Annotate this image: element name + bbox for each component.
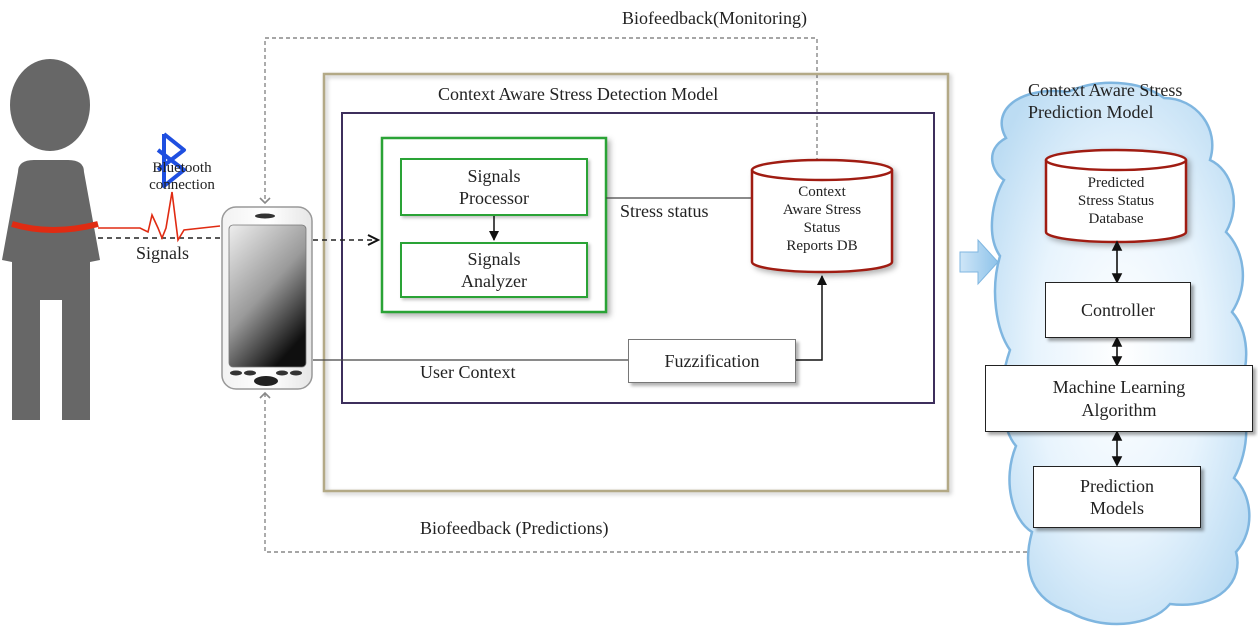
analyzer-line1: Signals	[467, 248, 521, 269]
prediction-models-box: Prediction Models	[1033, 466, 1201, 528]
chest-belt	[11, 221, 99, 233]
db-line-1: Context	[798, 184, 846, 200]
ml-line2: Algorithm	[1081, 399, 1157, 420]
signals-analyzer-box: Signals Analyzer	[400, 242, 588, 298]
stress-status-reports-db-label: Context Aware Stress Status Reports DB	[752, 183, 892, 255]
prediction-model-title: Context Aware Stress Prediction Model	[1028, 80, 1182, 123]
analyzer-line2: Analyzer	[461, 271, 527, 291]
machine-learning-algorithm-box: Machine Learning Algorithm	[985, 365, 1253, 432]
detection-model-inner-border	[341, 112, 935, 404]
predicted-stress-status-db-label: Predicted Stress Status Database	[1046, 174, 1186, 228]
ecg-waveform-icon	[98, 191, 221, 243]
db-line-2: Aware Stress	[782, 202, 862, 218]
db-line-3: Status	[803, 220, 841, 236]
pred-db-line-2: Stress Status	[1077, 193, 1155, 209]
signals-label: Signals	[136, 243, 190, 263]
bluetooth-connection-label: Bluetooth connection	[132, 160, 232, 195]
pred-db-line-1: Predicted	[1087, 175, 1145, 191]
processor-line1: Signals	[467, 165, 521, 186]
smartphone-icon	[221, 206, 313, 390]
bluetooth-label-line1: Bluetooth	[152, 160, 212, 176]
fuzzification-box: Fuzzification	[628, 339, 796, 383]
processor-line2: Processor	[459, 188, 529, 208]
bluetooth-icon	[156, 132, 186, 188]
models-line1: Prediction	[1080, 475, 1154, 496]
stress-status-label: Stress status	[620, 201, 709, 221]
detection-model-title: Context Aware Stress Detection Model	[438, 84, 719, 104]
biofeedback-monitoring-line	[259, 37, 818, 205]
to-prediction-model-arrow	[959, 238, 999, 286]
predicted-stress-status-db-cylinder	[1044, 148, 1188, 244]
db-line-4: Reports DB	[786, 238, 858, 254]
fuzzification-to-db-arrow	[796, 275, 827, 361]
biofeedback-predictions-label: Biofeedback (Predictions)	[420, 518, 609, 538]
stress-status-reports-db-cylinder	[750, 158, 894, 274]
biofeedback-predictions-line	[259, 391, 1123, 553]
models-line2: Models	[1090, 498, 1144, 518]
bluetooth-label-line2: connection	[149, 177, 215, 194]
signals-processor-box: Signals Processor	[400, 158, 588, 216]
person-silhouette-icon	[2, 59, 100, 420]
ml-line1: Machine Learning	[1052, 377, 1186, 397]
prediction-stack-connectors	[1111, 240, 1123, 467]
controller-box: Controller	[1045, 282, 1191, 338]
detection-model-outer-border	[322, 72, 950, 493]
prediction-title-line1: Context Aware Stress	[1028, 80, 1183, 100]
biofeedback-monitoring-label: Biofeedback(Monitoring)	[622, 8, 807, 28]
user-context-label: User Context	[420, 362, 516, 382]
prediction-title-line2: Prediction Model	[1028, 101, 1154, 122]
pred-db-line-3: Database	[1088, 211, 1144, 227]
